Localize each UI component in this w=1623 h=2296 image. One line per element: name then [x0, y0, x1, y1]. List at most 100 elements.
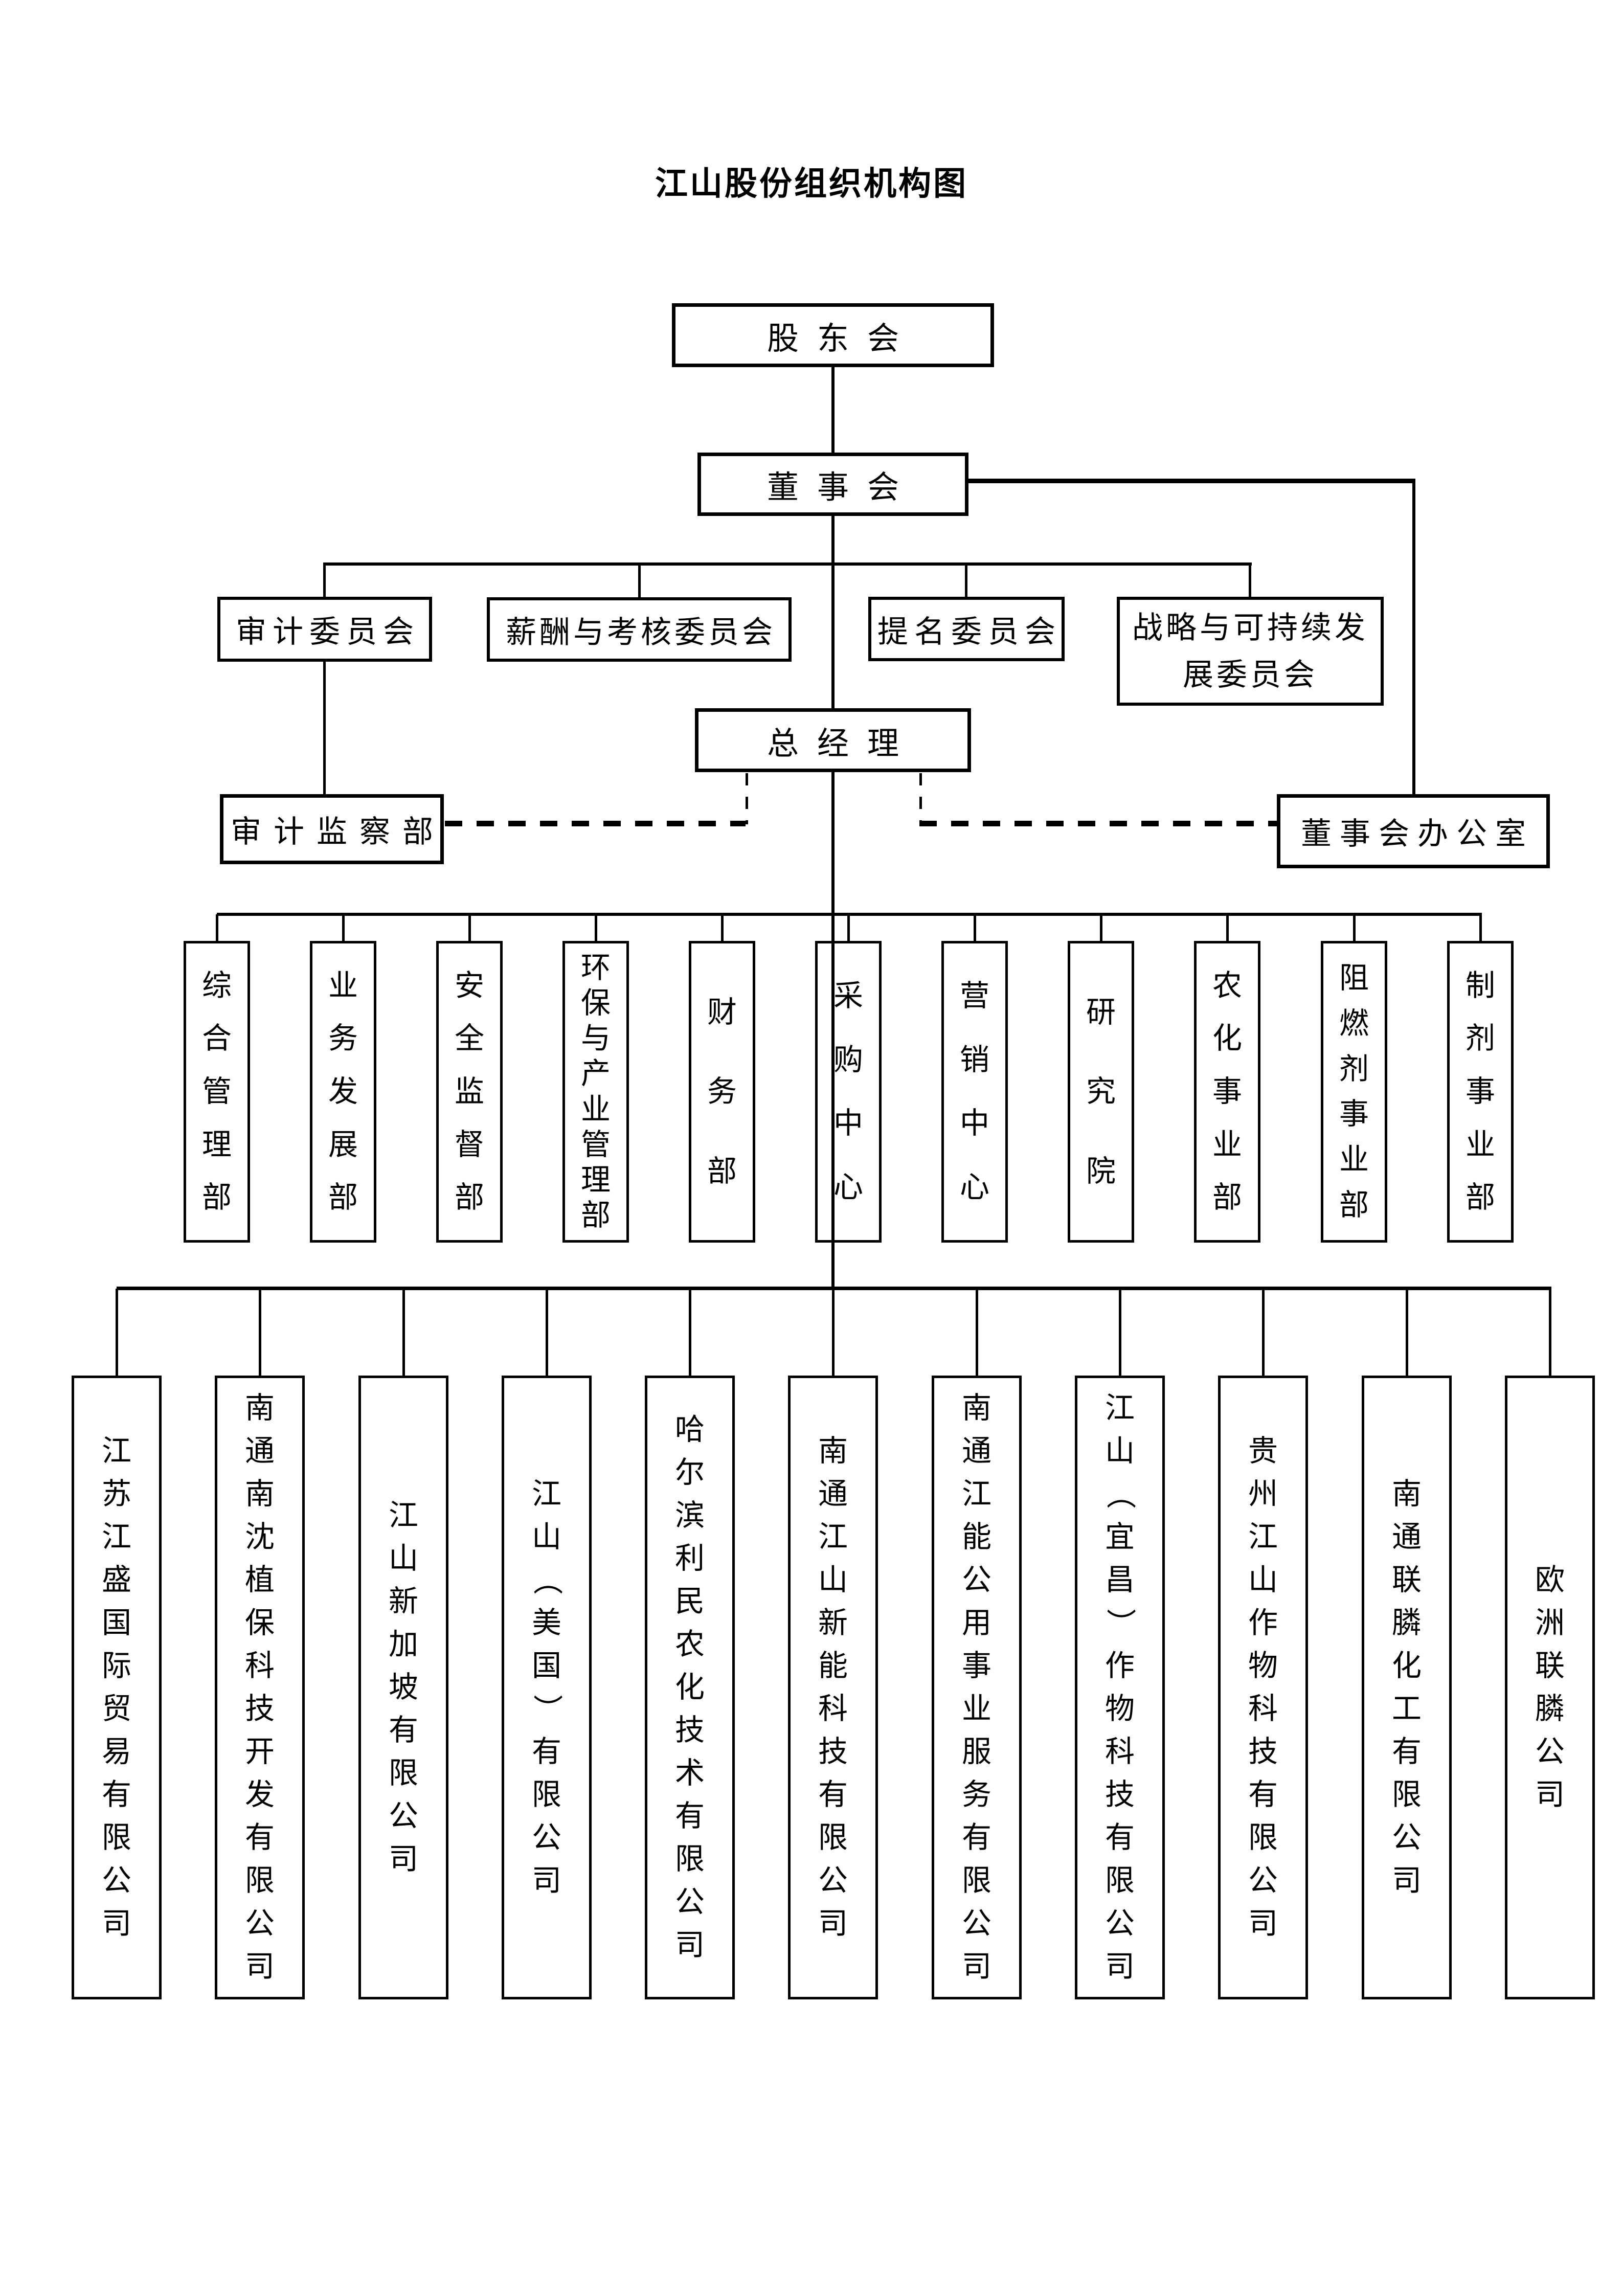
vertical-char: 限 [531, 1778, 561, 1811]
vertical-char: 公 [1104, 1907, 1135, 1940]
vertical-char: 昌 [1104, 1563, 1135, 1596]
subsidiary-box: 贵州江山作物科技有限公司 [1218, 1376, 1308, 1999]
vertical-char: 财 [707, 995, 737, 1029]
vertical-char: 司 [388, 1842, 418, 1876]
connector-line [974, 914, 976, 941]
vertical-char: 技 [1248, 1735, 1278, 1768]
vertical-char: 美 [531, 1606, 561, 1639]
vertical-char: 作 [1104, 1649, 1135, 1682]
vertical-char: 限 [818, 1821, 848, 1854]
vertical-char: 公 [531, 1821, 561, 1854]
node-audit-supervision-dept: 审计监察部 [220, 794, 444, 864]
vertical-char: 司 [674, 1928, 705, 1962]
vertical-char: 科 [818, 1692, 848, 1725]
department-box: 安全监督部 [436, 941, 503, 1243]
vertical-char: 部 [1339, 1188, 1369, 1222]
subsidiary-box: 哈尔滨利民农化技术有限公司 [645, 1376, 735, 1999]
vertical-char: 事 [1212, 1074, 1242, 1108]
vertical-char: 限 [1104, 1864, 1135, 1897]
department-box: 综合管理部 [184, 941, 250, 1243]
vertical-char: 通 [818, 1477, 848, 1511]
connector-line [847, 914, 850, 941]
vertical-char: 阻 [1339, 961, 1369, 995]
vertical-char: 工 [1391, 1692, 1422, 1725]
vertical-char: 南 [1391, 1477, 1422, 1511]
vertical-char: 新 [388, 1585, 418, 1618]
vertical-char: 剂 [1465, 1022, 1495, 1055]
vertical-char: 理 [580, 1163, 611, 1197]
vertical-char: 公 [244, 1907, 275, 1940]
department-box: 研究院 [1068, 941, 1134, 1243]
subsidiary-box: 江山（美国）有限公司 [502, 1376, 592, 1999]
vertical-char: 技 [1104, 1778, 1135, 1811]
vertical-char: 哈 [674, 1413, 705, 1446]
department-box: 财务部 [689, 941, 755, 1243]
vertical-char: 司 [1391, 1864, 1422, 1897]
vertical-char: 有 [244, 1821, 275, 1854]
vertical-char: 业 [1212, 1128, 1242, 1161]
vertical-char: 通 [244, 1434, 275, 1468]
vertical-char: 务 [707, 1075, 737, 1108]
vertical-char: 尔 [674, 1456, 705, 1489]
vertical-char: 利 [674, 1542, 705, 1575]
vertical-char: 联 [1535, 1649, 1565, 1682]
connector-line [1100, 914, 1102, 941]
vertical-char: 部 [328, 1181, 358, 1214]
department-box: 农化事业部 [1194, 941, 1260, 1243]
vertical-char: 发 [244, 1778, 275, 1811]
vertical-char: 能 [818, 1649, 848, 1682]
vertical-char: 院 [1086, 1154, 1116, 1188]
subsidiary-box: 江山（宜昌）作物科技有限公司 [1075, 1376, 1165, 1999]
vertical-char: 心 [959, 1170, 989, 1204]
vertical-char: 物 [1104, 1692, 1135, 1725]
department-box: 环保与产业管理部 [562, 941, 629, 1243]
vertical-char: 际 [101, 1649, 131, 1682]
vertical-char: 苏 [101, 1477, 131, 1511]
vertical-char: 国 [531, 1649, 561, 1682]
connector-line [342, 914, 345, 941]
connector-line [968, 479, 1414, 483]
connector-line [831, 772, 835, 1289]
department-box: 阻燃剂事业部 [1321, 941, 1387, 1243]
connector-line [831, 367, 835, 453]
connector-dashed-line [919, 821, 1277, 826]
vertical-char: 剂 [1339, 1052, 1369, 1086]
subsidiary-box: 江山新加坡有限公司 [358, 1376, 448, 1999]
vertical-char: 公 [818, 1864, 848, 1897]
connector-line [976, 1289, 978, 1376]
vertical-char: 发 [328, 1074, 358, 1108]
connector-line [323, 562, 326, 597]
vertical-char: 江 [101, 1520, 131, 1554]
connector-line [1262, 1289, 1265, 1376]
vertical-char: 部 [1212, 1181, 1242, 1214]
vertical-char: 山 [1248, 1563, 1278, 1596]
vertical-char: 司 [818, 1907, 848, 1940]
vertical-char: 化 [674, 1671, 705, 1704]
vertical-char: 限 [388, 1757, 418, 1790]
connector-line [1406, 1289, 1408, 1376]
vertical-char: 南 [244, 1477, 275, 1511]
vertical-char: 产 [580, 1057, 611, 1091]
vertical-char: 江 [1104, 1391, 1135, 1425]
vertical-char: 部 [201, 1181, 232, 1214]
connector-line [1249, 562, 1251, 597]
committee-box: 审计委员会 [217, 597, 432, 662]
vertical-char: 农 [1212, 969, 1242, 1002]
vertical-char: 有 [1248, 1778, 1278, 1811]
vertical-char: 司 [961, 1950, 991, 1983]
vertical-char: 化 [1391, 1649, 1422, 1682]
connector-line [116, 1289, 118, 1376]
connector-line [546, 1289, 548, 1376]
connector-line [402, 1289, 405, 1376]
subsidiary-box: 江苏江盛国际贸易有限公司 [72, 1376, 162, 1999]
vertical-char: 务 [961, 1778, 991, 1811]
vertical-char: 安 [454, 969, 484, 1002]
vertical-char: 公 [101, 1864, 131, 1897]
vertical-char: 科 [1248, 1692, 1278, 1725]
vertical-char: 务 [328, 1022, 358, 1055]
vertical-char: 南 [244, 1391, 275, 1425]
vertical-char: 限 [244, 1864, 275, 1897]
vertical-char: 有 [1391, 1735, 1422, 1768]
vertical-char: 业 [580, 1092, 611, 1126]
